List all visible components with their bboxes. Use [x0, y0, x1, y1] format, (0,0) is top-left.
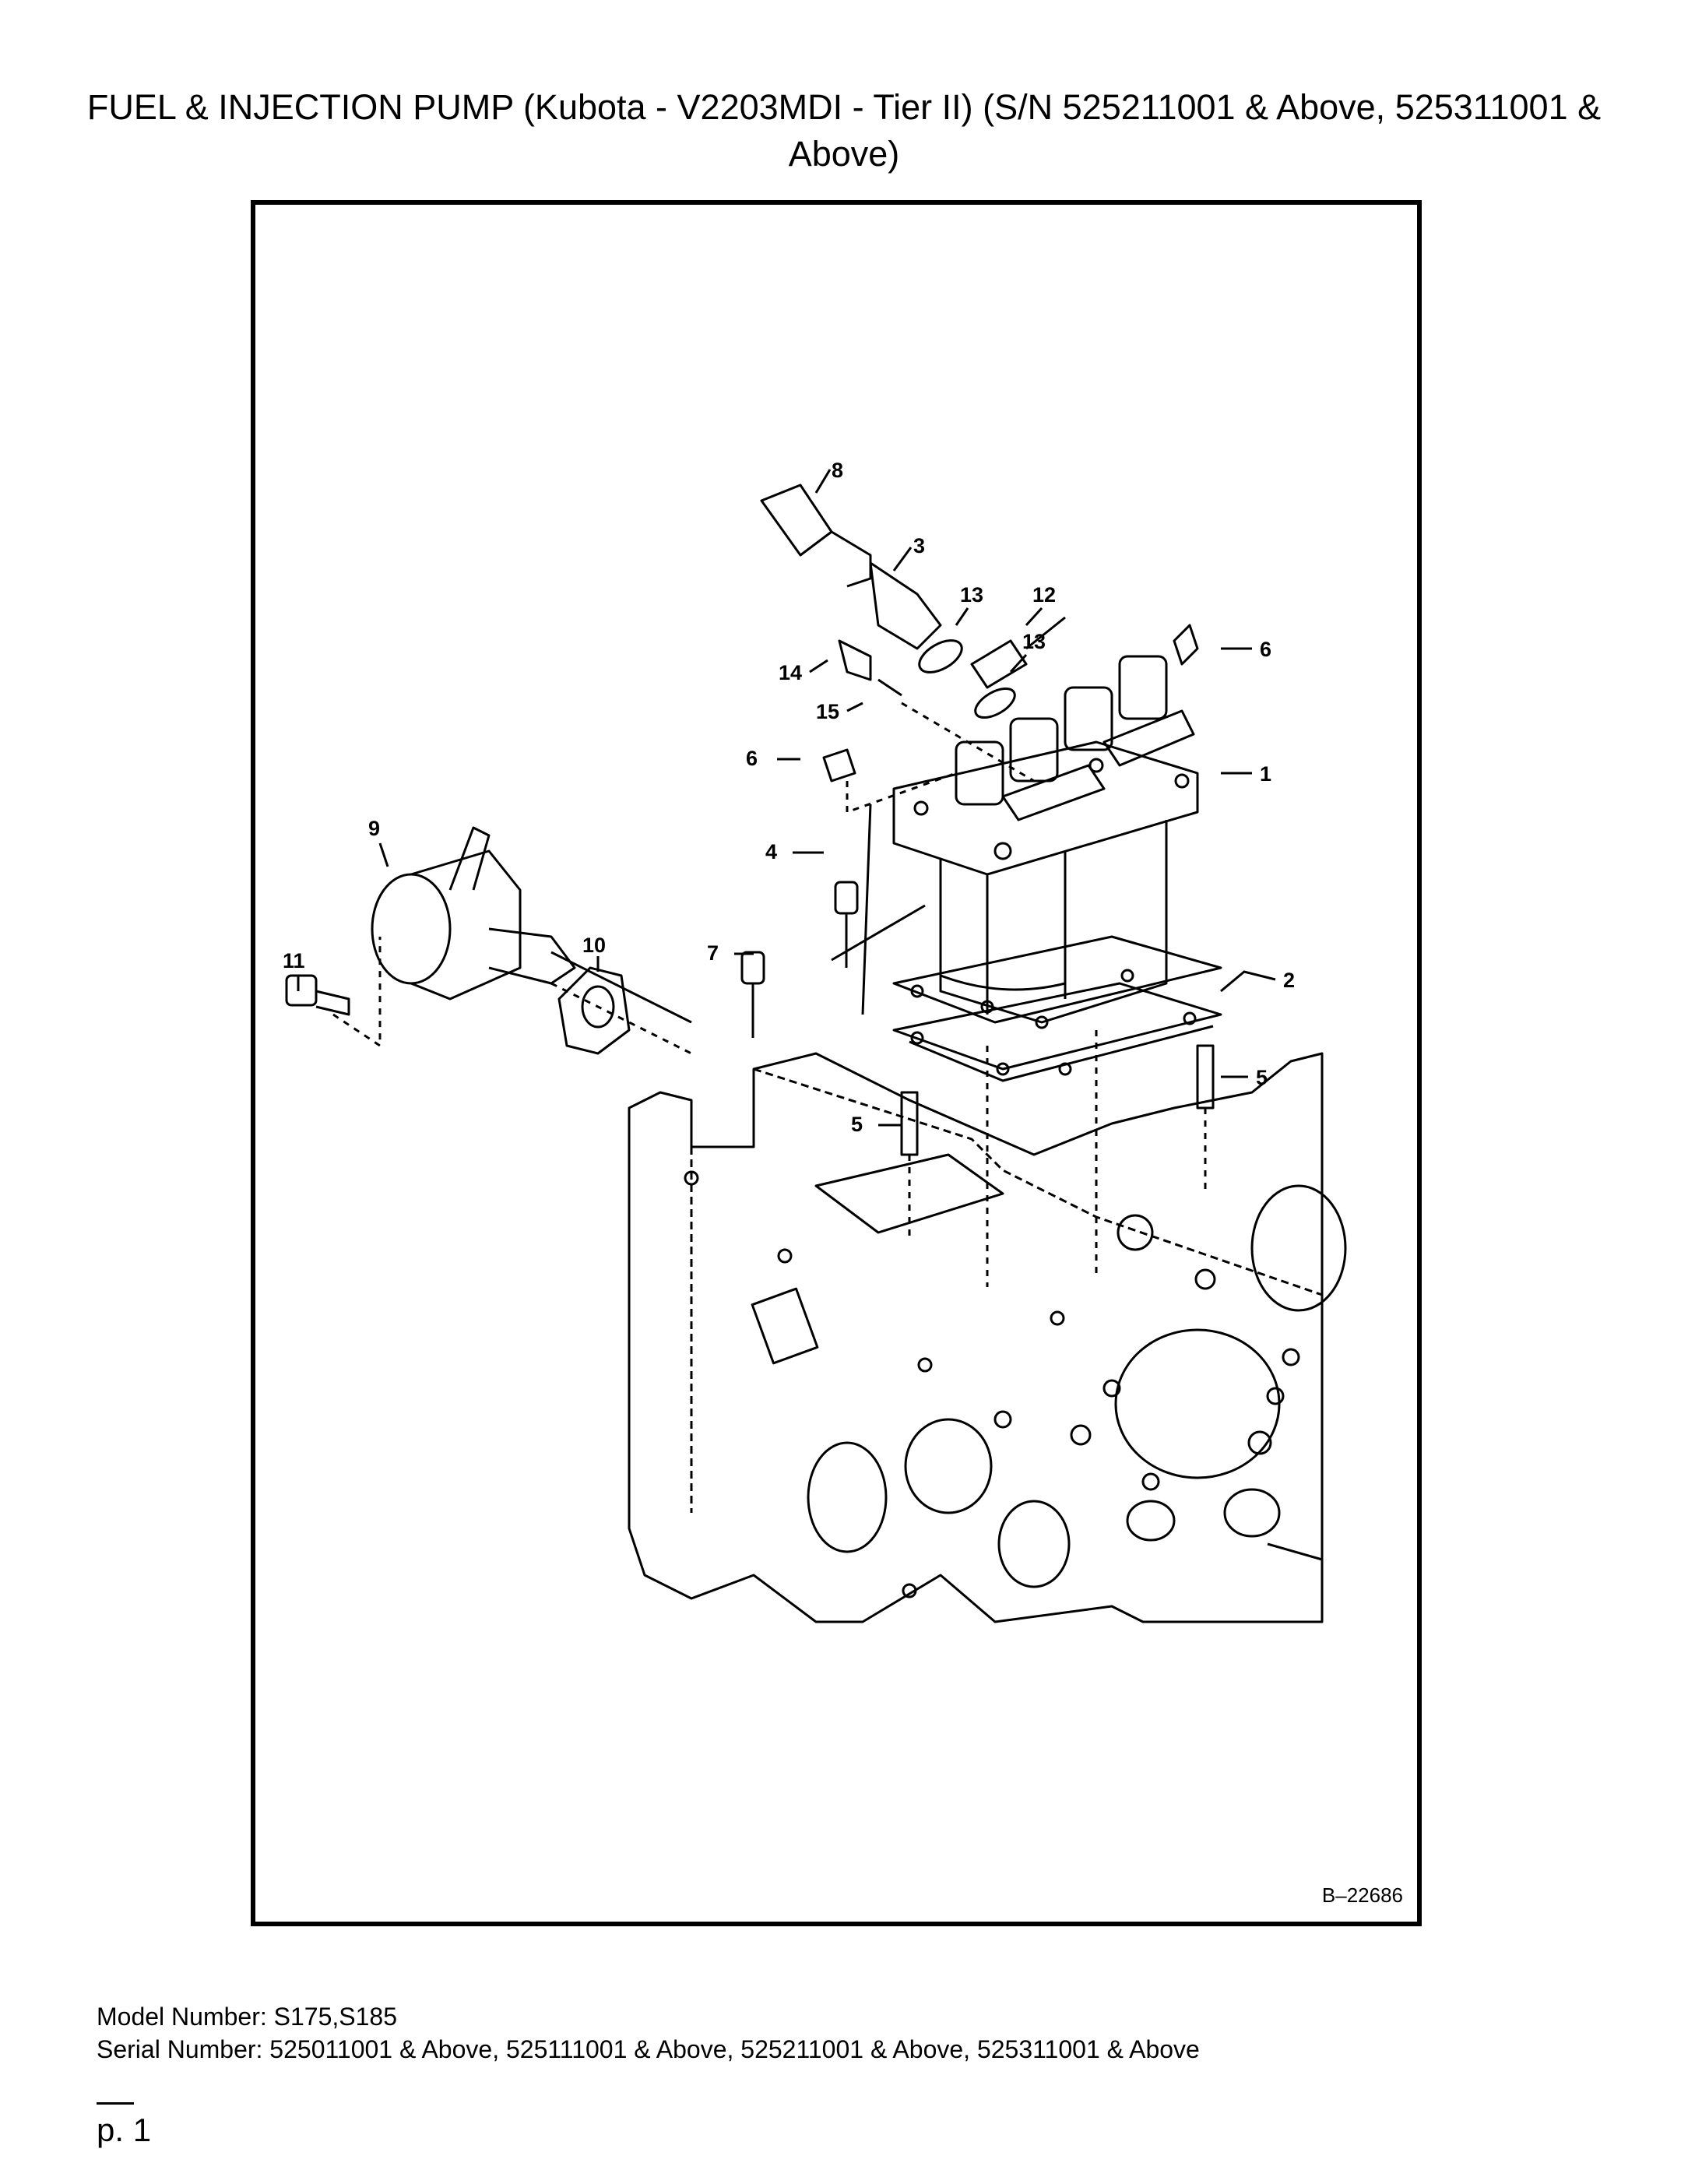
callout-7: 7	[707, 941, 719, 965]
callout-6a: 6	[1260, 638, 1271, 661]
callout-6b: 6	[746, 747, 758, 770]
fuel-fittings	[740, 484, 1199, 1038]
drawing-code: B–22686	[1321, 1883, 1403, 1907]
engine-block	[628, 1052, 1347, 1623]
page-number: p. 1	[97, 2112, 152, 2148]
callout-4: 4	[765, 840, 777, 863]
parts-diagram: 8 3 13 12 13 14 15 6 6 1 9 4 11 10 7 2 5…	[283, 459, 1347, 1623]
callout-13b: 13	[1022, 630, 1046, 653]
callout-10: 10	[582, 934, 606, 957]
callout-1: 1	[1260, 762, 1271, 786]
parts-diagram-frame: 8 3 13 12 13 14 15 6 6 1 9 4 11 10 7 2 5…	[251, 200, 1422, 1926]
page-title: FUEL & INJECTION PUMP (Kubota - V2203MDI…	[86, 87, 1602, 174]
feed-pump	[285, 826, 692, 1055]
callout-14: 14	[779, 661, 802, 684]
page-divider	[97, 2102, 134, 2105]
callout-13a: 13	[960, 583, 983, 607]
callout-5a: 5	[1256, 1066, 1268, 1089]
callout-15: 15	[816, 700, 839, 723]
studs-and-leaders	[831, 804, 1215, 1287]
callout-12: 12	[1032, 583, 1056, 607]
serial-number: Serial Number: 525011001 & Above, 525111…	[97, 2035, 1200, 2063]
callout-8: 8	[832, 459, 843, 482]
callout-11: 11	[283, 949, 305, 972]
model-number: Model Number: S175,S185	[97, 2003, 397, 2031]
callout-5b: 5	[851, 1113, 863, 1136]
injection-pump	[892, 655, 1199, 1024]
gaskets	[892, 935, 1222, 1082]
callout-2: 2	[1283, 969, 1295, 992]
callout-3: 3	[913, 534, 925, 557]
callout-9: 9	[368, 817, 380, 840]
